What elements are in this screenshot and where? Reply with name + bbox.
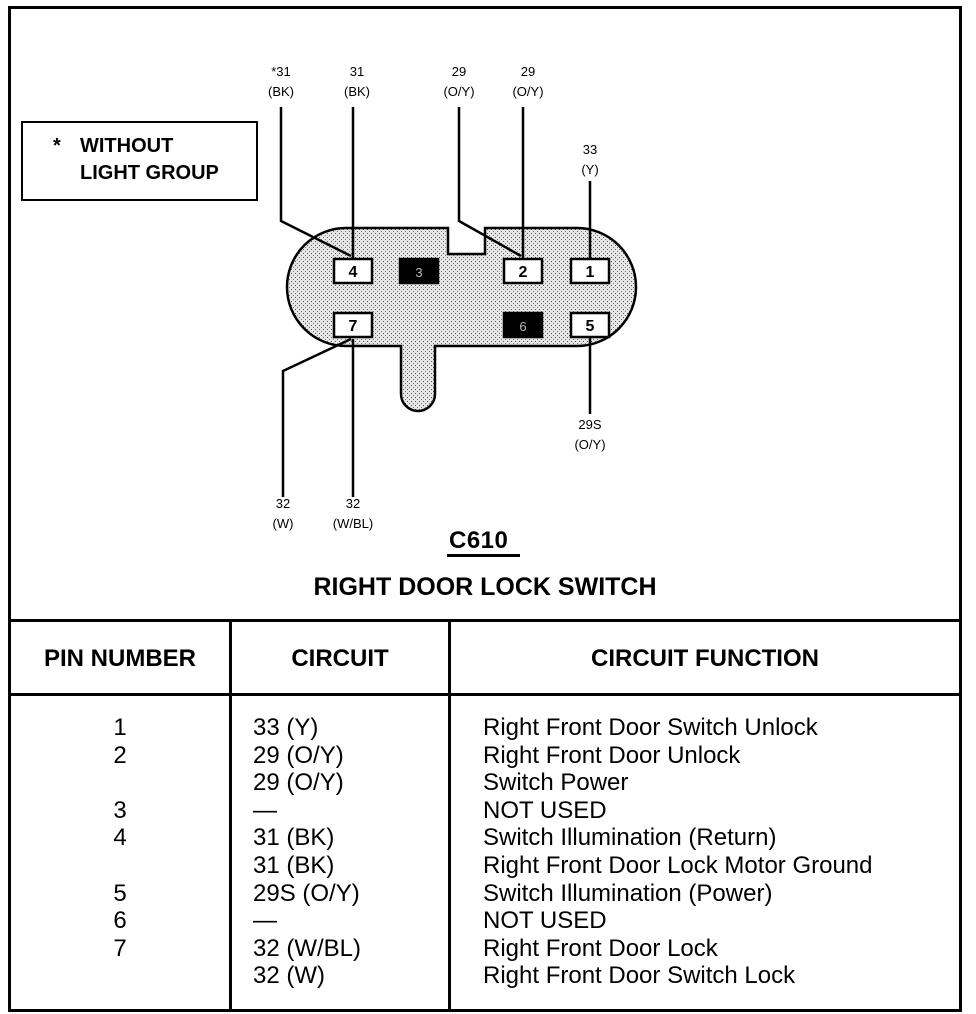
- table-cell-function: Right Front Door Lock Motor Ground: [483, 851, 873, 879]
- table-column-divider: [448, 621, 451, 1009]
- table-cell-circuit: 32 (W): [253, 962, 325, 990]
- table-cell-pin: 2: [113, 741, 127, 769]
- table-cell-function: Right Front Door Lock: [483, 934, 718, 962]
- note-box: * WITHOUT LIGHT GROUP: [21, 121, 258, 201]
- table-top-border: [11, 619, 959, 622]
- table-cell-pin: 1: [113, 714, 127, 741]
- table-cell-pin: 4: [113, 824, 127, 852]
- table-cell-function: Switch Illumination (Power): [483, 879, 773, 907]
- pin-number-label: 5: [586, 318, 595, 335]
- pin-number-label: 7: [349, 318, 358, 335]
- pin-cavity-unused: 3: [398, 257, 440, 285]
- table-cell-function: NOT USED: [483, 796, 607, 824]
- table-cell-circuit: —: [253, 907, 277, 935]
- pin-box: [398, 257, 440, 285]
- wire-label-29s: 29S(O/Y): [574, 417, 606, 452]
- pin-number-label: 1: [586, 264, 595, 281]
- table-cell-pin: 6: [113, 907, 127, 935]
- header-pin-number: PIN NUMBER: [43, 645, 196, 672]
- table-cell-function: NOT USED: [483, 907, 607, 935]
- note-asterisk: *: [53, 135, 61, 157]
- pin-cavity-used: 2: [502, 257, 544, 285]
- connector-body: [285, 226, 638, 413]
- wire-label-32-w: 32(W): [272, 496, 294, 531]
- table-cell-function: Switch Power: [483, 769, 629, 797]
- table-cell-circuit: 31 (BK): [253, 851, 335, 879]
- pin-box: [502, 257, 544, 285]
- pin-number-label: 4: [349, 264, 358, 281]
- note-line-2: LIGHT GROUP: [80, 162, 219, 184]
- pin-box: [332, 311, 374, 339]
- table-cell-pin: [11, 769, 229, 797]
- table-cell-circuit: 32 (W/BL): [253, 934, 362, 962]
- table-cell-circuit: 33 (Y): [253, 714, 319, 741]
- wire-29-a: [457, 107, 522, 258]
- pin-cavity-used: 7: [332, 311, 374, 339]
- circuit-column: 33 (Y)29 (O/Y)29 (O/Y)—31 (BK)31 (BK)29S…: [253, 714, 361, 990]
- pin-cavity-used: 1: [569, 257, 611, 285]
- connector-title: RIGHT DOOR LOCK SWITCH: [313, 573, 657, 601]
- connector-diagram: 4 3 2 1 7 6 5: [279, 107, 638, 497]
- table-cell-pin: 3: [113, 796, 127, 824]
- table-cell-pin: [11, 962, 229, 990]
- wire-label-31-star: *31(BK): [268, 64, 294, 99]
- pin-cavity-used: 4: [332, 257, 374, 285]
- wire-31-star: [279, 107, 352, 258]
- pin-box: [332, 257, 374, 285]
- wire-label-31: 31(BK): [344, 64, 370, 99]
- table-cell-pin: [11, 852, 229, 880]
- wire-32-w: [281, 337, 352, 497]
- table-cell-function: Right Front Door Switch Lock: [483, 962, 796, 990]
- table-column-divider: [229, 621, 232, 1009]
- table-cell-function: Right Front Door Switch Unlock: [483, 714, 818, 741]
- pin-cavity-unused: 6: [502, 311, 544, 339]
- pin-number-label: 2: [519, 264, 528, 281]
- header-circuit-function: CIRCUIT FUNCTION: [591, 645, 819, 672]
- pin-number-label: 6: [519, 319, 526, 334]
- wire-label-33: 33(Y): [581, 142, 599, 177]
- table-cell-pin: 7: [113, 934, 127, 962]
- table-cell-circuit: —: [253, 796, 277, 824]
- pin-box: [569, 257, 611, 285]
- note-line-1: WITHOUT: [80, 135, 174, 157]
- table-cell-circuit: 31 (BK): [253, 824, 335, 852]
- table-cell-circuit: 29S (O/Y): [253, 879, 360, 907]
- wire-label-29-b: 29(O/Y): [512, 64, 544, 99]
- table-cell-pin: 5: [113, 879, 127, 907]
- pin-number-label: 3: [415, 265, 422, 280]
- table-cell-circuit: 29 (O/Y): [253, 769, 344, 797]
- table-cell-function: Switch Illumination (Return): [483, 824, 777, 852]
- connector-id: C610: [449, 527, 509, 554]
- table-cell-function: Right Front Door Unlock: [483, 741, 741, 769]
- pin-box: [569, 311, 611, 339]
- table-cell-circuit: 29 (O/Y): [253, 741, 344, 769]
- table-header-divider: [11, 693, 959, 696]
- pin-cavities: 4 3 2 1 7 6 5: [332, 257, 611, 339]
- wire-label-29-a: 29(O/Y): [443, 64, 475, 99]
- wire-label-32-wbl: 32(W/BL): [332, 496, 374, 531]
- connector-id-underline: [447, 554, 520, 557]
- pin-cavity-used: 5: [569, 311, 611, 339]
- pin-box: [502, 311, 544, 339]
- header-circuit: CIRCUIT: [291, 645, 389, 672]
